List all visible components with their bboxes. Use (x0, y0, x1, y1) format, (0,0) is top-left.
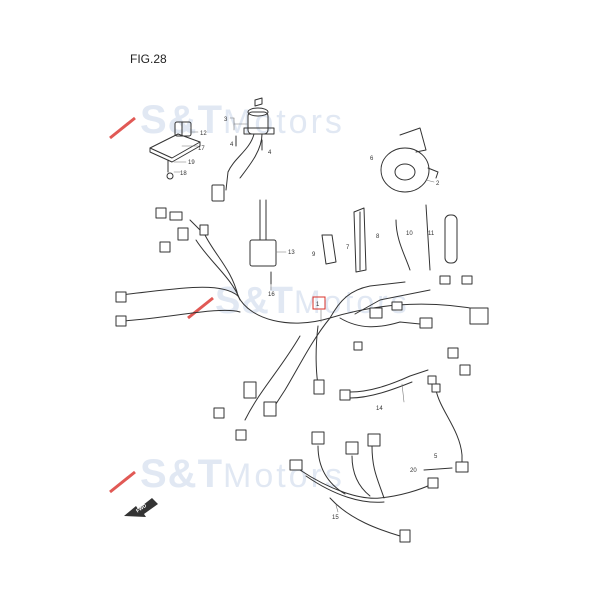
watermark-brand: S&T (140, 452, 223, 496)
callout-13: 13 (288, 250, 295, 256)
callout-11: 11 (428, 231, 435, 237)
watermark-suffix: Motors (223, 103, 345, 141)
watermark-top: S&TMotors (140, 98, 345, 143)
callout-7: 7 (346, 245, 350, 251)
callout-20: 20 (410, 468, 417, 474)
callout-2: 2 (436, 181, 440, 187)
callout-numbers: 1 2 3 4 4 5 6 7 8 9 10 11 12 13 14 15 16… (180, 117, 440, 521)
callout-16: 16 (268, 292, 275, 298)
sensor-lead-5 (423, 383, 469, 473)
relay-bracket-part (149, 121, 201, 180)
callout-6: 6 (370, 156, 374, 162)
watermark-suffix: Motors (223, 457, 345, 495)
callout-8: 8 (376, 234, 380, 240)
callout-3: 3 (224, 117, 228, 123)
fwd-label: FWD (135, 503, 148, 515)
figure-title: FIG.28 (130, 52, 167, 66)
ignition-switch-part (211, 97, 275, 202)
callout-19: 19 (188, 160, 195, 166)
main-harness (119, 219, 483, 421)
module-part (249, 199, 277, 285)
callout-15: 15 (332, 515, 339, 521)
callout-10: 10 (406, 231, 413, 237)
sub-harness-14 (339, 369, 437, 401)
callout-5: 5 (434, 454, 438, 460)
connectors (115, 207, 489, 441)
callout-14: 14 (376, 406, 383, 412)
callout-18: 18 (180, 171, 187, 177)
sub-harness-15 (289, 431, 439, 543)
callout-4b: 4 (268, 150, 272, 156)
watermark-brand: S&T (215, 280, 294, 322)
watermark-slashes (109, 116, 214, 494)
callout-17: 17 (198, 146, 205, 152)
part-1-highlight (312, 296, 326, 310)
horn-part (380, 127, 439, 193)
callout-12: 12 (200, 131, 207, 137)
callout-1: 1 (316, 302, 320, 308)
leader-lines (173, 117, 435, 513)
callout-9: 9 (312, 252, 316, 258)
watermark-bottom: S&TMotors (140, 452, 345, 497)
clamps-and-ties (321, 204, 458, 273)
callout-4a: 4 (230, 142, 234, 148)
fwd-arrow: FWD (124, 498, 158, 517)
